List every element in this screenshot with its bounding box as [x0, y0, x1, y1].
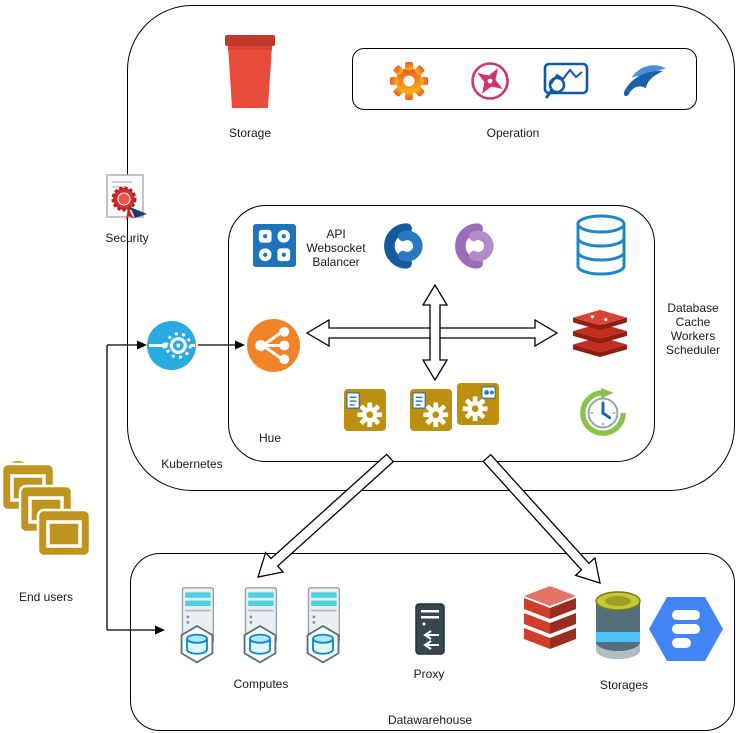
user-windows-icon: [0, 458, 100, 568]
hue-label: Hue: [258, 431, 281, 445]
storages-label: Storages: [599, 678, 649, 692]
database-cylinder-icon: [574, 212, 628, 278]
storage-bucket-icon: [224, 32, 276, 110]
operation-label: Operation: [486, 126, 540, 140]
redis-icon: [568, 308, 632, 358]
gcp-hexagon-icon: [648, 596, 724, 662]
storage-label: Storage: [228, 126, 272, 140]
worker-gear-icon: [410, 389, 452, 431]
database-cache-workers-scheduler-label: Database Cache Workers Scheduler: [665, 301, 721, 357]
service-gear-icon: [146, 320, 197, 371]
proxy-server-icon: [412, 602, 448, 658]
worker-gear-icon: [457, 383, 499, 425]
datawarehouse-container: [130, 553, 735, 731]
compass-icon: [469, 60, 511, 102]
hue-container: [228, 205, 655, 462]
kubernetes-container: [127, 5, 735, 491]
hue-logo-blue-icon: [372, 221, 426, 271]
proxy-label: Proxy: [413, 667, 445, 681]
security-label: Security: [105, 231, 149, 245]
s3-bucket-icon: [518, 583, 582, 657]
certificate-seal-icon: [104, 173, 150, 221]
compute-server-icon: [231, 586, 289, 666]
kubernetes-label: Kubernetes: [161, 457, 223, 471]
end-users-label: End users: [18, 590, 74, 604]
worker-gear-icon: [344, 389, 386, 431]
api-websocket-balancer-label: API Websocket Balancer: [306, 227, 366, 269]
grafana-icon: [388, 60, 430, 102]
storage-cylinder-icon: [592, 588, 644, 662]
scheduler-clock-icon: [578, 388, 628, 438]
operation-container: [352, 48, 697, 110]
computes-label: Computes: [233, 677, 289, 691]
metrics-chart-icon: [543, 62, 589, 102]
compute-server-icon: [168, 586, 226, 666]
bird-icon: [620, 62, 668, 102]
compute-server-icon: [294, 586, 352, 666]
load-balancer-icon: [246, 318, 301, 373]
datawarehouse-label: Datawarehouse: [387, 713, 473, 727]
apps-grid-icon: [253, 224, 296, 267]
hue-logo-purple-icon: [443, 221, 497, 271]
